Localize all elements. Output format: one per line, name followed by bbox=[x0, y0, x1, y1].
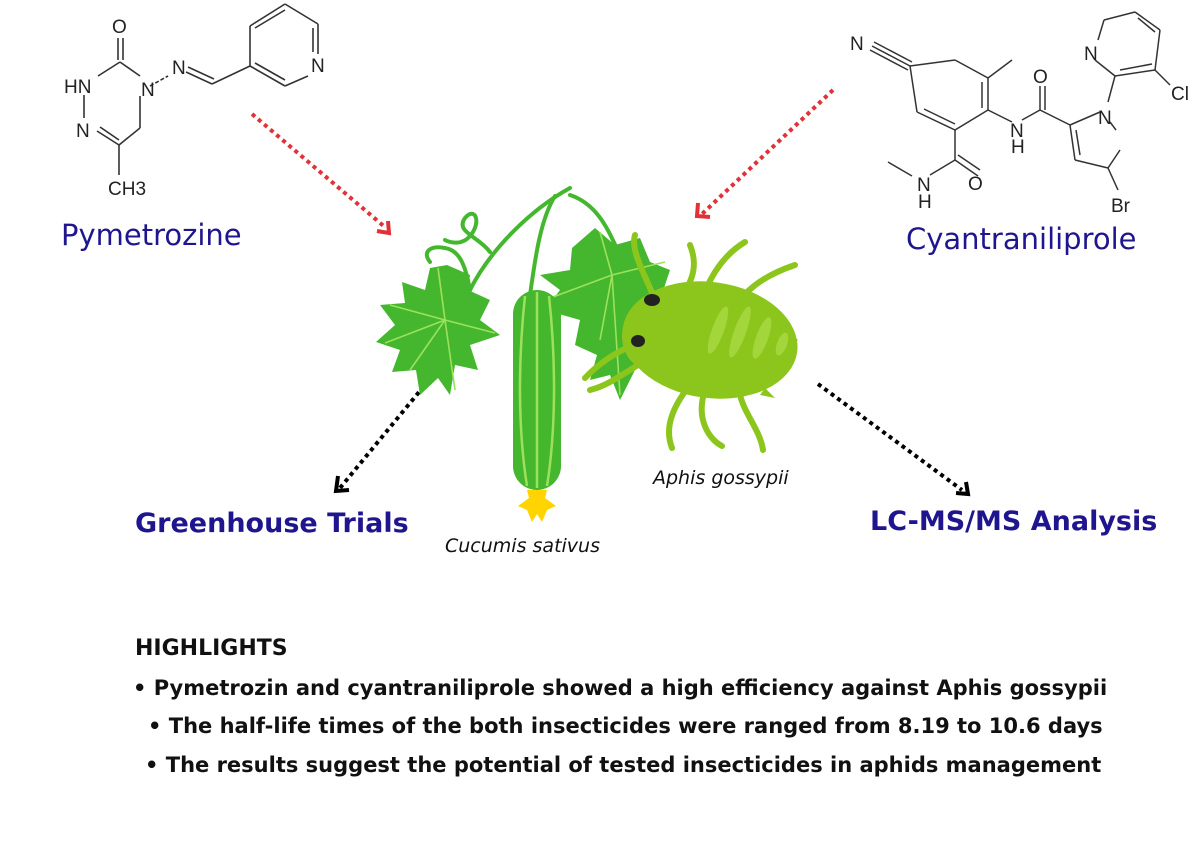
highlight-text: The half-life times of the both insectic… bbox=[168, 714, 1103, 738]
atom-label: H bbox=[1011, 137, 1025, 158]
compound-name-cyantraniliprole: Cyantraniliprole bbox=[906, 222, 1137, 256]
atom-label: N bbox=[850, 34, 864, 55]
highlight-item: • The results suggest the potential of t… bbox=[145, 753, 1101, 777]
atom-label: N bbox=[1084, 44, 1098, 65]
atom-label: H bbox=[918, 192, 932, 213]
highlight-item: • Pymetrozin and cyantraniliprole showed… bbox=[133, 676, 1107, 700]
plant-species-label: Cucumis sativus bbox=[445, 535, 600, 557]
cucumber-fruit-icon bbox=[513, 290, 561, 522]
atom-label: N bbox=[141, 80, 155, 101]
atom-label: Br bbox=[1111, 196, 1131, 217]
atom-label: HN bbox=[64, 77, 91, 98]
output-arrow-lcms bbox=[816, 382, 971, 497]
cucumber-vine-icon bbox=[424, 186, 622, 297]
highlight-item: • The half-life times of the both insect… bbox=[148, 714, 1103, 738]
highlight-text: Pymetrozin and cyantraniliprole showed a… bbox=[153, 676, 1108, 700]
bullet: • bbox=[148, 714, 162, 738]
input-arrow-pymetrozine bbox=[250, 112, 392, 236]
aphid-icon bbox=[582, 232, 798, 453]
outcome-greenhouse-trials: Greenhouse Trials bbox=[135, 508, 409, 539]
atom-label: N bbox=[1010, 121, 1024, 142]
flower-icon bbox=[518, 490, 556, 522]
atom-label: N bbox=[311, 56, 325, 77]
center-illustration bbox=[250, 88, 971, 522]
output-arrow-greenhouse bbox=[333, 384, 426, 494]
highlight-text: The results suggest the potential of tes… bbox=[165, 753, 1102, 777]
compound-name-pymetrozine: Pymetrozine bbox=[61, 218, 242, 252]
pest-species-label: Aphis gossypii bbox=[653, 467, 789, 489]
atom-label: O bbox=[968, 174, 983, 195]
cucumber-leaf-icon bbox=[376, 265, 500, 395]
pymetrozine-structure: O HN N N N N CH3 bbox=[64, 3, 325, 200]
outcome-lcms-analysis: LC-MS/MS Analysis bbox=[870, 506, 1158, 537]
atom-label: Cl bbox=[1171, 84, 1189, 105]
atom-label: N bbox=[1098, 108, 1112, 129]
atom-label: O bbox=[112, 17, 127, 38]
bullet: • bbox=[133, 676, 147, 700]
atom-label: O bbox=[1033, 67, 1048, 88]
input-arrow-cyantraniliprole bbox=[694, 88, 835, 219]
atom-label: CH3 bbox=[108, 179, 146, 200]
atom-label: N bbox=[917, 175, 931, 196]
atom-label: N bbox=[76, 121, 90, 142]
highlights-title: HIGHLIGHTS bbox=[135, 636, 288, 661]
atom-label: N bbox=[172, 58, 186, 79]
bullet: • bbox=[145, 753, 159, 777]
cyantraniliprole-structure: N O N Cl N H N N H O Br bbox=[850, 11, 1189, 217]
